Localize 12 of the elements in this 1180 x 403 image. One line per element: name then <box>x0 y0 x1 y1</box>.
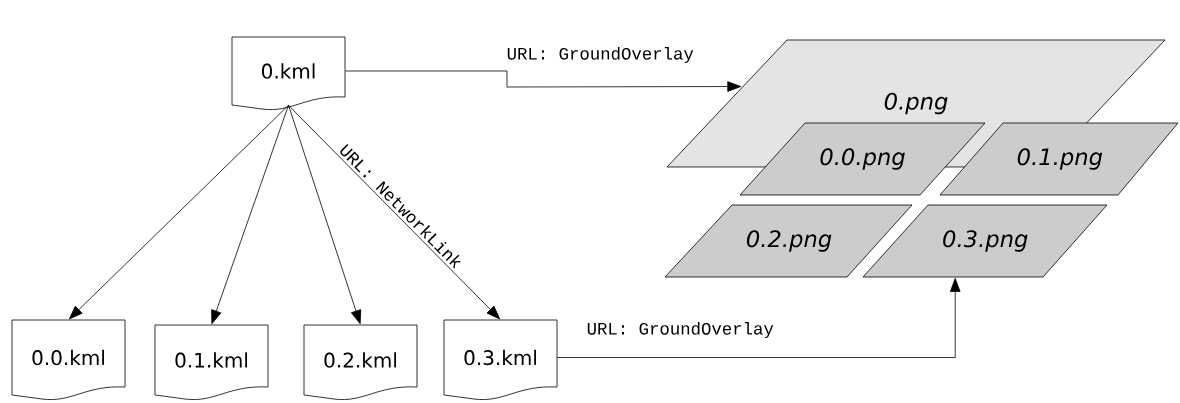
image-tile: 0.2.png <box>664 204 913 278</box>
arrow <box>68 104 289 320</box>
edge-label: URL: GroundOverlay <box>585 320 776 340</box>
arrow <box>288 104 501 320</box>
arrow <box>288 104 362 325</box>
arrow <box>556 278 961 358</box>
image-tile: 0.3.png <box>862 204 1108 278</box>
image-tile: 0.0.png <box>739 122 986 196</box>
arrow <box>344 70 742 92</box>
arrow <box>211 104 289 325</box>
image-tile: 0.1.png <box>939 122 1179 196</box>
node-label: 0.1.png <box>1017 148 1103 170</box>
